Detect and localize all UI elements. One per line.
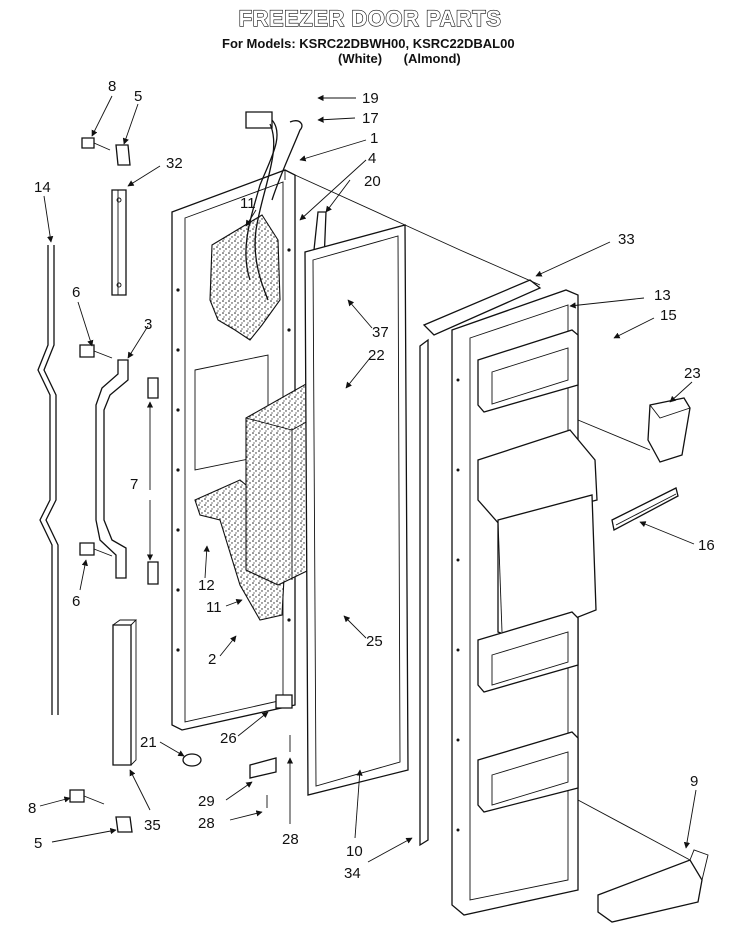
callout-5-top: 5 bbox=[134, 88, 142, 105]
part-inner-door-liner bbox=[451, 289, 598, 916]
callout-6-top: 6 bbox=[72, 284, 80, 301]
part-drip-tray bbox=[611, 487, 679, 531]
callout-12: 12 bbox=[198, 577, 215, 594]
models-line: For Models: KSRC22DBWH00, KSRC22DBAL00 bbox=[222, 36, 515, 51]
callout-21: 21 bbox=[140, 734, 157, 751]
part-wire-harness bbox=[245, 111, 303, 301]
callout-4: 4 bbox=[368, 150, 376, 167]
callout-13: 13 bbox=[654, 287, 671, 304]
part-gasket-strip bbox=[37, 245, 59, 715]
callout-11-top: 11 bbox=[240, 195, 256, 212]
lower-hinge-hardware bbox=[182, 694, 293, 808]
callout-22: 22 bbox=[368, 347, 385, 364]
callout-2: 2 bbox=[208, 651, 216, 668]
part-trim-strip bbox=[419, 338, 429, 847]
callout-1: 1 bbox=[370, 130, 378, 147]
callout-20: 20 bbox=[364, 173, 381, 190]
callout-7: 7 bbox=[130, 476, 138, 493]
callout-11-bottom: 11 bbox=[206, 599, 222, 616]
part-top-cap bbox=[422, 279, 542, 336]
part-upper-channel bbox=[111, 189, 127, 296]
callout-8-bottom: 8 bbox=[28, 800, 36, 817]
callout-15: 15 bbox=[660, 307, 677, 324]
color-variants: (White) (Almond) bbox=[338, 51, 475, 66]
callout-6-bottom: 6 bbox=[72, 593, 80, 610]
part-door-bin bbox=[597, 849, 709, 923]
callout-37: 37 bbox=[372, 324, 389, 341]
callout-26: 26 bbox=[220, 730, 237, 747]
callout-17: 17 bbox=[362, 110, 379, 127]
part-door-liner-frame bbox=[304, 224, 409, 796]
callout-3: 3 bbox=[144, 316, 152, 333]
callout-23: 23 bbox=[684, 365, 701, 382]
callout-16: 16 bbox=[698, 537, 715, 554]
callout-8-top: 8 bbox=[108, 78, 116, 95]
callout-labels: 8 5 32 14 6 3 7 6 19 17 1 4 20 11 33 13 … bbox=[28, 78, 715, 882]
diagram-title: FREEZER DOOR PARTS bbox=[238, 5, 502, 31]
callout-28-right: 28 bbox=[282, 831, 299, 848]
callout-5-bottom: 5 bbox=[34, 835, 42, 852]
color-almond: (Almond) bbox=[403, 51, 461, 66]
callout-28-left: 28 bbox=[198, 815, 215, 832]
part-chute-door bbox=[647, 397, 691, 463]
callout-9: 9 bbox=[690, 773, 698, 790]
leader-lines bbox=[294, 174, 691, 861]
callout-25: 25 bbox=[366, 633, 383, 650]
title-block: FREEZER DOOR PARTS For Models: KSRC22DBW… bbox=[0, 0, 736, 75]
callout-19: 19 bbox=[362, 90, 379, 107]
part-lower-channel bbox=[112, 619, 138, 766]
part-door-handle bbox=[95, 359, 129, 579]
callout-29: 29 bbox=[198, 793, 215, 810]
callout-10: 10 bbox=[346, 843, 363, 860]
callout-arrows bbox=[39, 94, 697, 863]
callout-35: 35 bbox=[144, 817, 161, 834]
callout-14: 14 bbox=[34, 179, 51, 196]
small-hardware-left bbox=[69, 137, 159, 833]
callout-33: 33 bbox=[618, 231, 635, 248]
callout-32: 32 bbox=[166, 155, 183, 172]
color-white: (White) bbox=[338, 51, 383, 66]
callout-34: 34 bbox=[344, 865, 361, 882]
